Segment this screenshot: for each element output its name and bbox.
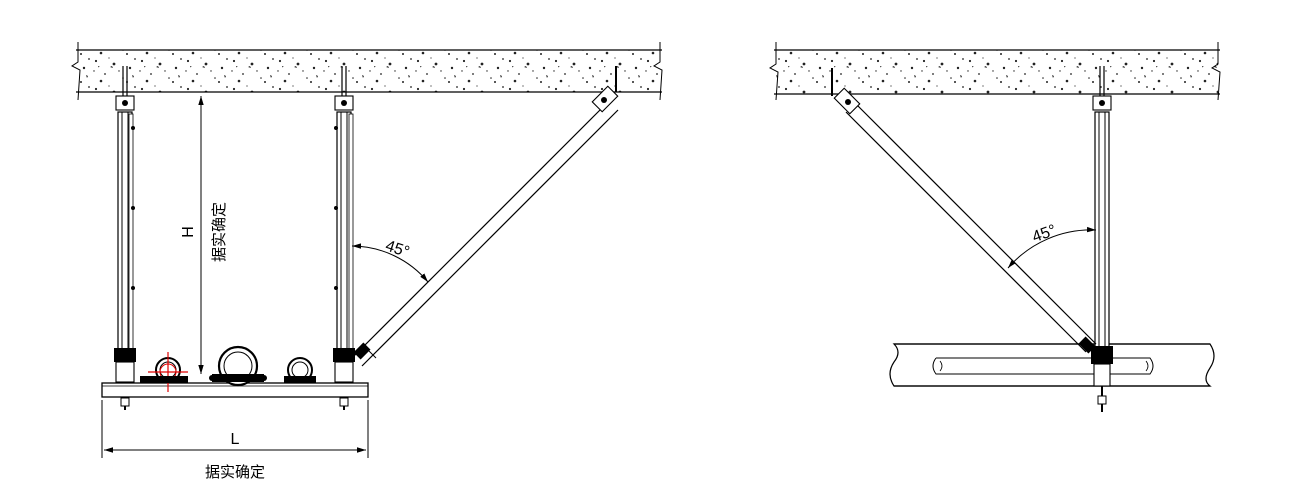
diagonal-brace-right xyxy=(831,68,1097,354)
pipe-large xyxy=(209,345,267,387)
concrete-slab-right xyxy=(769,42,1221,101)
width-note: 据实确定 xyxy=(205,463,265,481)
vertical-channel-left xyxy=(114,66,136,410)
pipe-medium xyxy=(284,357,316,383)
left-view: 45° H 据实确定 L 据实确定 xyxy=(71,42,663,481)
concrete-slab-left xyxy=(71,42,663,101)
angle-annotation-left: 45° xyxy=(351,237,429,283)
diagonal-brace-left xyxy=(351,66,619,367)
height-symbol: H xyxy=(180,226,197,238)
angle-label-right: 45° xyxy=(1030,222,1059,246)
pipe-clamp-small xyxy=(140,376,188,383)
vertical-channel-middle xyxy=(333,66,355,410)
width-symbol: L xyxy=(231,431,240,448)
angle-annotation-right: 45° xyxy=(1007,222,1097,269)
right-view: 45° xyxy=(769,42,1221,412)
angle-label-left: 45° xyxy=(383,237,411,261)
vertical-channel-right xyxy=(1091,66,1113,412)
horizontal-pipe xyxy=(889,343,1215,387)
height-dimension: H 据实确定 xyxy=(180,96,228,374)
width-dimension: L 据实确定 xyxy=(101,400,369,481)
height-note: 据实确定 xyxy=(210,202,228,262)
